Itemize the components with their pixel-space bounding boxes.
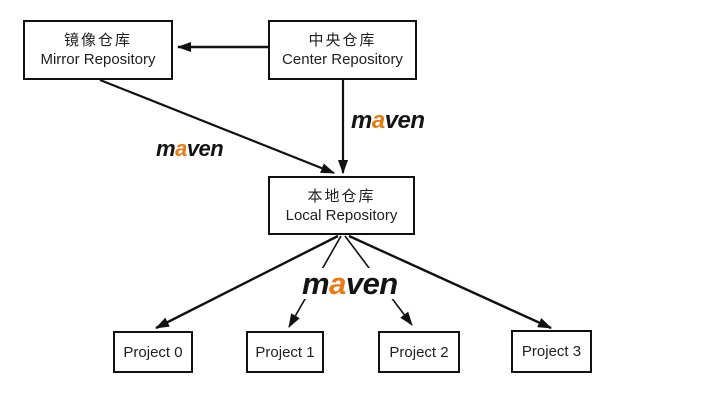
mirror-repository-label-en: Mirror Repository bbox=[40, 51, 156, 68]
project-2-box: Project 2 bbox=[378, 331, 460, 373]
maven-wordmark-part-ven: ven bbox=[384, 107, 425, 134]
maven-wordmark-part-m: m bbox=[156, 136, 176, 161]
maven-wordmark-mirror-edge: maven bbox=[156, 136, 224, 161]
center-repository-box: 中央仓库 Center Repository bbox=[268, 20, 417, 80]
maven-wordmark-part-a: a bbox=[329, 266, 346, 301]
maven-wordmark-part-a: a bbox=[371, 107, 385, 134]
local-repository-box: 本地仓库 Local Repository bbox=[268, 176, 415, 235]
local-repository-label-zh: 本地仓库 bbox=[307, 187, 376, 205]
maven-wordmark-center-edge: maven bbox=[351, 109, 425, 133]
arrow-local-to-project3 bbox=[348, 234, 552, 330]
local-repository-label-en: Local Repository bbox=[285, 206, 398, 224]
maven-wordmark-part-a: a bbox=[175, 136, 187, 161]
arrow-mirror-to-local bbox=[99, 78, 335, 175]
project-0-label: Project 0 bbox=[123, 343, 183, 361]
maven-wordmark-part-ven: ven bbox=[345, 266, 398, 301]
project-1-box: Project 1 bbox=[246, 331, 324, 373]
maven-wordmark-part-m: m bbox=[302, 266, 330, 301]
project-2-label: Project 2 bbox=[389, 343, 449, 361]
center-repository-label-zh: 中央仓库 bbox=[308, 32, 377, 49]
mirror-repository-box: 镜像仓库 Mirror Repository bbox=[23, 20, 173, 80]
project-3-box: Project 3 bbox=[511, 330, 592, 373]
project-1-label: Project 1 bbox=[255, 343, 315, 361]
maven-wordmark-projects-edge: maven bbox=[299, 268, 401, 299]
maven-wordmark-part-ven: ven bbox=[186, 136, 224, 161]
center-repository-label-en: Center Repository bbox=[282, 51, 403, 68]
maven-wordmark-part-m: m bbox=[351, 107, 372, 134]
project-0-box: Project 0 bbox=[113, 331, 193, 373]
mirror-repository-label-zh: 镜像仓库 bbox=[63, 32, 132, 49]
project-3-label: Project 3 bbox=[521, 343, 582, 360]
arrow-local-to-project0 bbox=[155, 234, 339, 330]
